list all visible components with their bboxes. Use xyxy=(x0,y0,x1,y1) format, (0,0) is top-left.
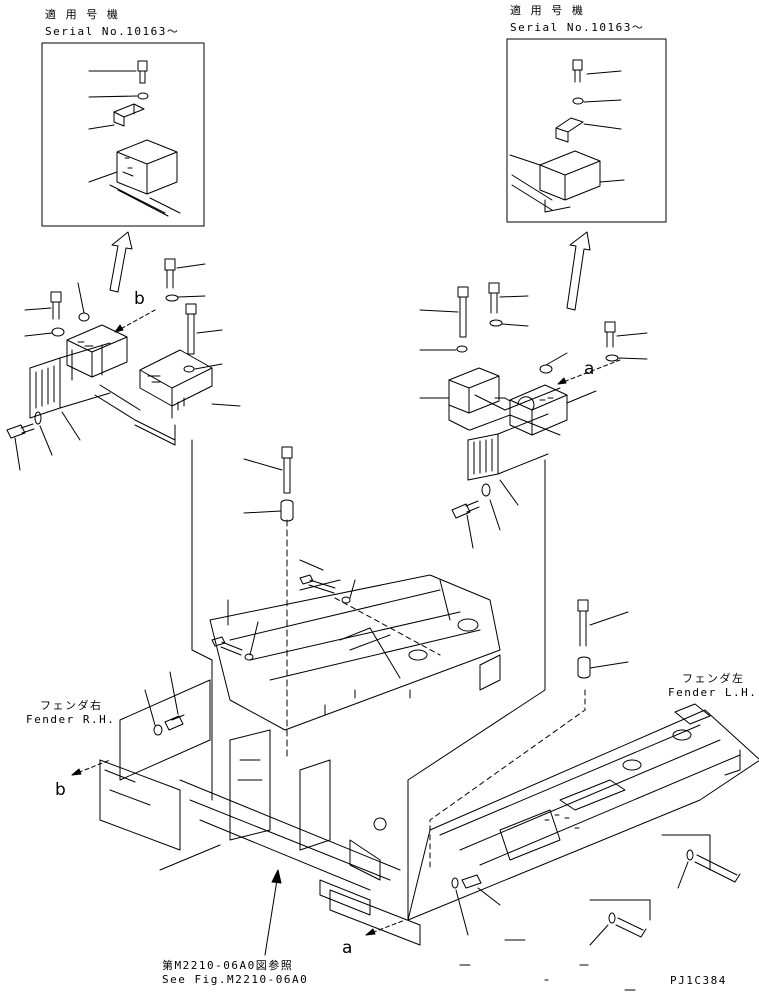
reference-label-jp: 第M2210-06A0図参照 xyxy=(162,959,294,972)
drawing-code: PJ1C384 xyxy=(670,974,727,987)
fender-lh-label-jp: フェンダ左 xyxy=(682,672,745,685)
upper-right-assembly xyxy=(419,282,648,549)
fender-rh-label-en: Fender R.H. xyxy=(26,713,116,726)
view-marker-a-top: a xyxy=(584,359,595,379)
view-marker-b-top: b xyxy=(134,289,145,309)
inset-left-heading: 適 用 号 機 xyxy=(45,8,120,21)
fender-rh-label-jp: フェンダ右 xyxy=(40,699,103,712)
arrow-to-inset-right xyxy=(566,231,591,311)
inset-left xyxy=(41,42,205,227)
arrow-to-inset-left xyxy=(109,231,133,293)
center-bolt xyxy=(243,446,294,761)
connector-lines xyxy=(191,439,586,921)
view-marker-a-bottom: a xyxy=(342,938,353,958)
upper-left-assembly xyxy=(6,258,241,471)
inset-right xyxy=(506,38,667,223)
inset-left-serial: Serial No.10163～ xyxy=(45,25,180,38)
main-frame xyxy=(71,559,759,991)
inset-right-heading: 適 用 号 機 xyxy=(510,4,585,17)
view-marker-b-left: b xyxy=(55,780,66,800)
right-bolt-spacer xyxy=(577,599,629,679)
reference-label-en: See Fig.M2210-06A0 xyxy=(162,973,309,986)
inset-right-serial: Serial No.10163～ xyxy=(510,21,645,34)
fender-lh-label-en: Fender L.H. xyxy=(668,686,758,699)
